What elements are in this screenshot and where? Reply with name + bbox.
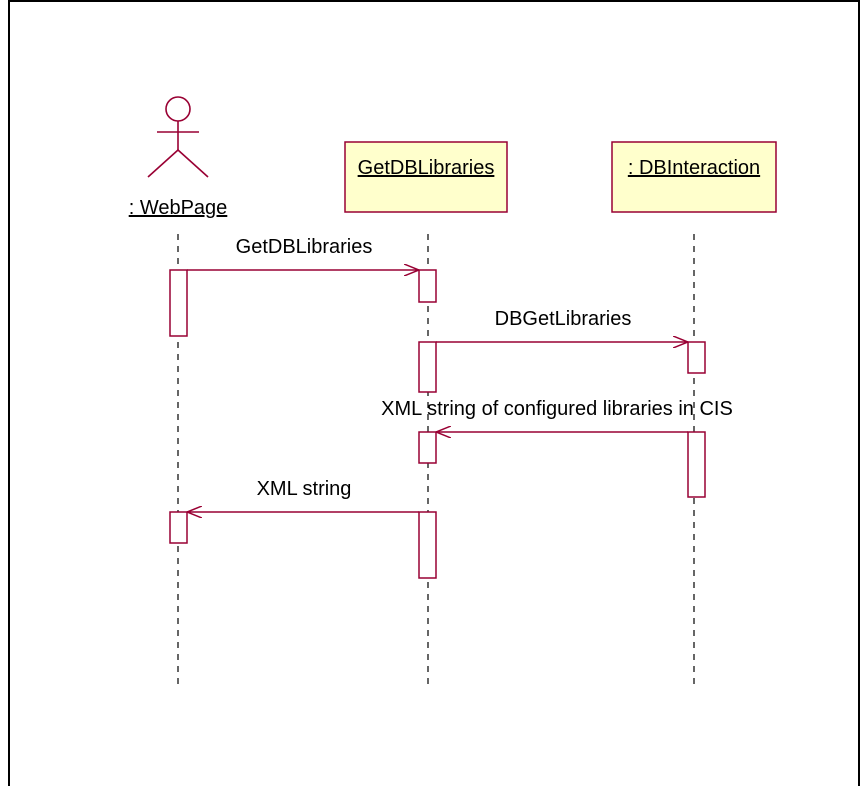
message-label: XML string of configured libraries in CI… — [381, 398, 733, 420]
object-box — [344, 141, 508, 213]
sequence-diagram: : WebPage GetDBLibraries : DBInteraction — [129, 96, 777, 684]
message-label: XML string — [257, 478, 352, 500]
message-label: DBGetLibraries — [495, 308, 632, 330]
actor-webpage: : WebPage — [129, 96, 228, 219]
object-label: : DBInteraction — [628, 157, 760, 179]
object-dbinteraction: : DBInteraction — [611, 141, 777, 213]
object-getdblibraries: GetDBLibraries — [344, 141, 508, 213]
message-label: GetDBLibraries — [236, 236, 373, 258]
activation-bar — [169, 269, 188, 337]
activation-bar — [687, 431, 706, 498]
activation-bar — [418, 431, 437, 464]
actor-label: : WebPage — [129, 197, 228, 219]
stick-figure-icon — [147, 96, 209, 178]
activation-bar — [169, 511, 188, 544]
object-label: GetDBLibraries — [358, 157, 495, 179]
activation-bar — [418, 341, 437, 393]
activation-bar — [418, 269, 437, 303]
object-box — [611, 141, 777, 213]
activation-bar — [418, 511, 437, 579]
activation-bar — [687, 341, 706, 374]
diagram-frame: : WebPage GetDBLibraries : DBInteraction — [8, 0, 860, 786]
